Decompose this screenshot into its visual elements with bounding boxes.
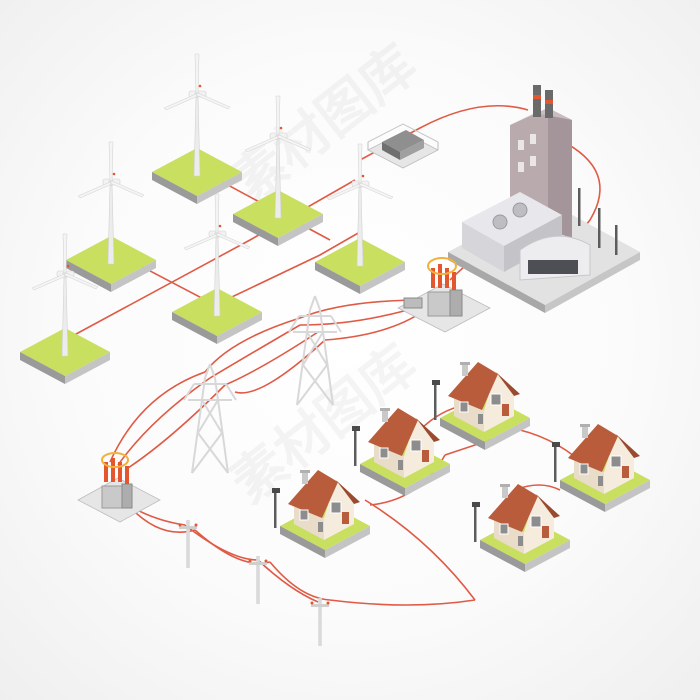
house-icon [431,361,531,451]
cable-turbines-to-bridge [359,104,529,161]
cable-plant-loop [559,139,601,246]
wind-turbine-icon [151,53,243,205]
house-icon [471,483,571,573]
cable-west-turbines [64,179,356,341]
watermark-top: 素材图库 [219,33,428,216]
transformer-station-icon [77,452,161,523]
transformer-station-icon [367,123,439,169]
utility-pole-icon [310,598,330,646]
utility-pole-icon [248,556,268,604]
cable-houses [364,499,476,601]
transformer-station-icon [397,257,491,333]
wind-turbine-icon [314,143,406,295]
power-plant-icon [448,85,640,313]
transmission-tower-icon [183,363,237,474]
wind-turbine-icon [65,141,157,293]
cable-mid-turbines [109,231,361,306]
utility-pole-icon [178,520,198,568]
house-icon [551,423,651,513]
